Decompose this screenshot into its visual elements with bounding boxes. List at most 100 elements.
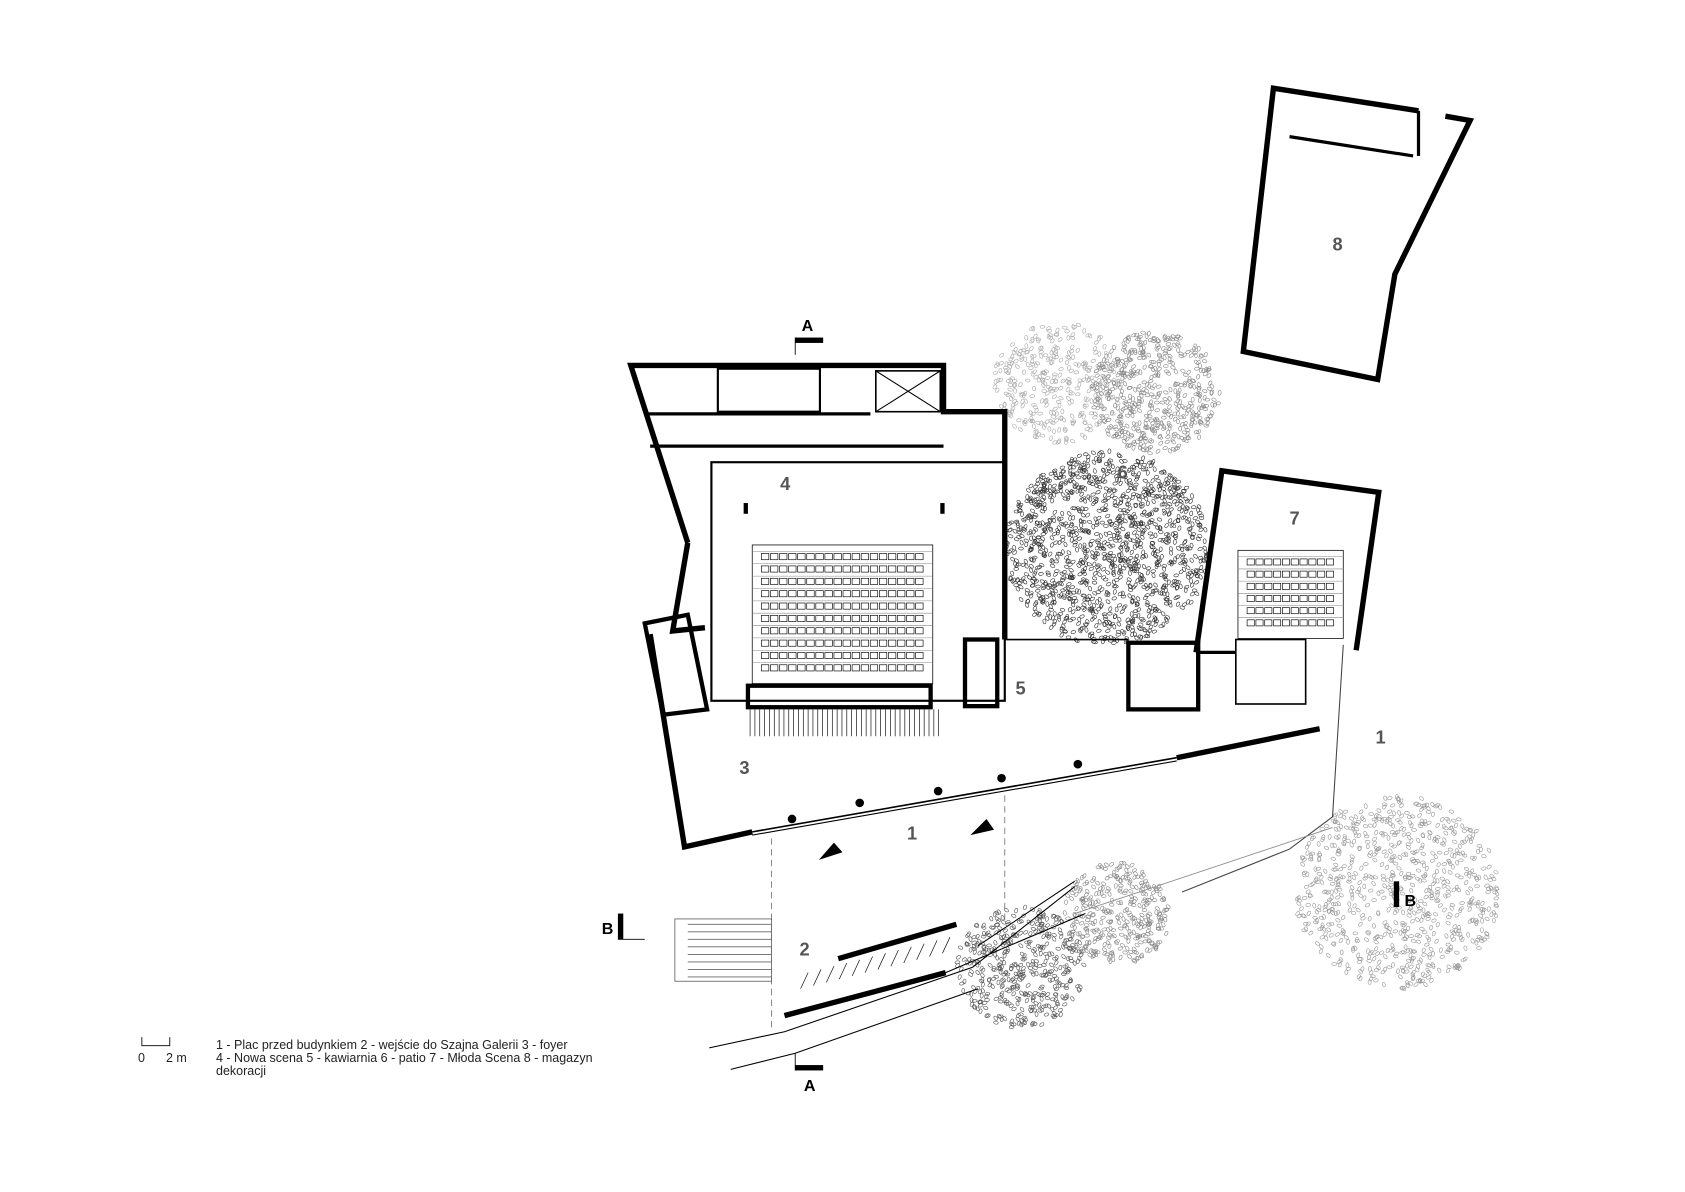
seat [815,577,824,585]
seat [770,664,779,672]
seat [1290,582,1299,590]
seat [888,664,897,672]
seat [824,664,833,672]
seat [906,565,915,573]
seat [815,664,824,672]
seat [797,652,806,659]
seat [842,639,851,647]
seat [788,565,797,573]
seat [1308,582,1317,590]
seat [842,590,851,598]
seat [770,590,779,598]
seat [806,577,815,585]
glass-facade [752,756,1177,833]
seat [824,553,833,561]
seat [824,627,833,635]
seat [1246,570,1255,578]
seat [851,590,860,598]
seat [897,565,906,573]
seat [806,639,815,647]
seat [1246,582,1255,590]
seat [1308,619,1317,627]
seat [1299,570,1308,578]
seat [888,577,897,585]
legend-line-3: dekoracji [216,1064,267,1078]
seat [1273,595,1282,602]
entrance-wall-east [1181,644,1344,893]
seat [1290,595,1299,602]
seat [869,577,879,585]
seat [797,590,806,598]
seat [779,639,788,647]
section-mark-b-right: B [1393,881,1417,910]
seat [788,652,797,659]
mloda-scena-seating [1237,549,1344,639]
seat [1326,607,1334,615]
seat [1282,570,1290,578]
seat [1299,582,1308,590]
section-letter: B [1405,892,1417,910]
trees [954,322,1500,1029]
seat [842,577,851,585]
room-label-5: 5 [1016,677,1026,698]
room-label-2: 2 [800,938,810,959]
seat [869,627,879,635]
seat [770,577,779,585]
seat [1326,558,1334,566]
seat [860,664,869,672]
mloda-scena-wall-north [1193,467,1382,653]
outer-wall-southeast [1176,726,1321,761]
seat [824,639,833,647]
seat [897,615,906,622]
section-mark-b-left: B [602,913,645,940]
seat [770,627,779,635]
seat [1317,558,1326,566]
seat [851,652,860,659]
seat [851,627,860,635]
seat [1317,619,1326,627]
storage-inner-wall [1289,135,1414,158]
ramp-line [945,913,1086,974]
seat [842,615,851,622]
seat [915,577,924,585]
seat [888,615,897,622]
seat [906,602,915,610]
seat [879,664,888,672]
seat [860,615,869,622]
stairs-north [716,367,822,413]
seat [770,602,779,610]
seat [1308,595,1317,602]
seat [815,553,824,561]
seat [806,590,815,598]
seat [806,664,815,672]
seat [1317,607,1326,615]
seat [1255,558,1264,566]
seat [779,627,788,635]
seat [869,664,879,672]
seat [1282,607,1290,615]
seat [761,627,770,635]
seat [797,565,806,573]
seat [851,553,860,561]
seat [788,590,797,598]
seat [761,652,770,659]
ramp-wall [783,970,947,1019]
seat [1326,582,1334,590]
entrance-arrow [970,818,995,836]
seat [869,590,879,598]
storage-building [1240,85,1475,383]
seat [906,639,915,647]
seat [1290,570,1299,578]
seat [915,590,924,598]
main-building [627,362,1321,1032]
seat [779,577,788,585]
seat [842,565,851,573]
seat [1273,570,1282,578]
seat [797,664,806,672]
seat [879,553,888,561]
seat [806,615,815,622]
seat [770,553,779,561]
seat [815,565,824,573]
seat [779,652,788,659]
seat [906,590,915,598]
